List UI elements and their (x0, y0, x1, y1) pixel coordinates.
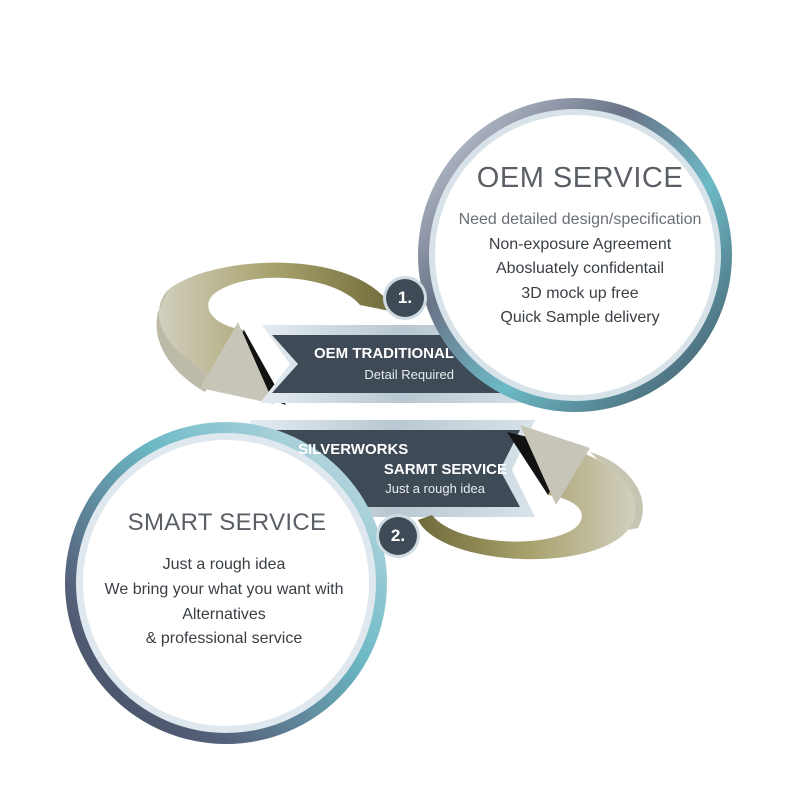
oem-service-ring (418, 98, 732, 412)
smart-line: & professional service (145, 630, 303, 648)
band2-title-line1: SILVERWORKS (298, 441, 409, 458)
smart-service-title: SMART SERVICE (127, 509, 327, 536)
step-2-badge: 2. (379, 517, 417, 555)
smart-service-list: Just a rough idea We bring your what you… (88, 553, 360, 652)
step-1-badge: 1. (386, 279, 424, 317)
smart-line: We bring your what you want with (104, 580, 344, 598)
oem-service-title: OEM SERVICE (476, 162, 684, 194)
arrow-upper-left (156, 262, 395, 405)
oem-service-list: Need detailed design/specification Non-e… (440, 208, 720, 331)
arrow-lower-right (418, 425, 643, 560)
band1-subtitle: Detail Required (364, 367, 454, 382)
band2-subtitle: Just a rough idea (385, 481, 485, 496)
band1-title: OEM TRADITIONAL (314, 345, 454, 362)
oem-line: Quick Sample delivery (500, 309, 660, 327)
smart-line: Alternatives (182, 605, 266, 623)
band2-title-line2: SARMT SERVICE (383, 461, 507, 478)
oem-line: Non-exposure Agreement (488, 235, 672, 253)
oem-line: Abosluately confidentail (495, 260, 665, 278)
oem-line: Need detailed design/specification (458, 211, 702, 228)
smart-service-ring (65, 422, 387, 744)
smart-line: Just a rough idea (162, 556, 286, 573)
oem-line: 3D mock up free (521, 284, 639, 302)
